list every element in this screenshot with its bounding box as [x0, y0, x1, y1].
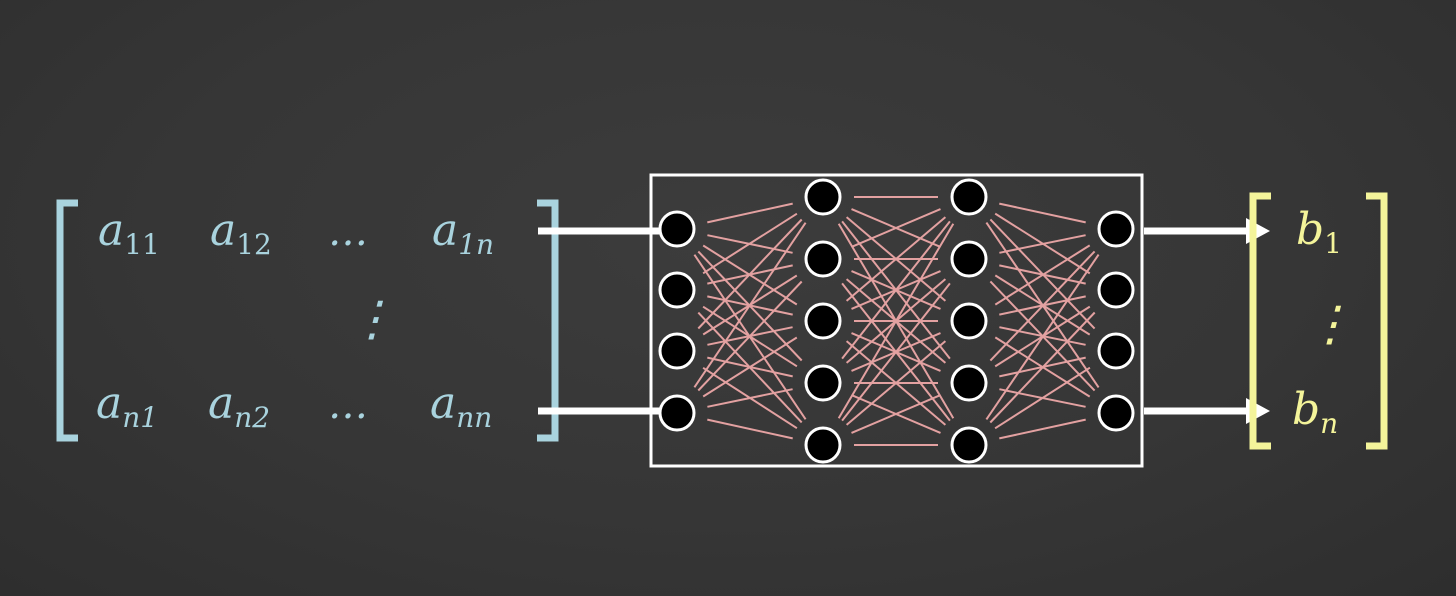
matrix-entry-a11: a11 [98, 205, 160, 261]
neuron-layer4-2 [1097, 271, 1135, 309]
neuron-layer3-4 [950, 364, 988, 402]
matrix-row-dots-1: … [328, 209, 368, 255]
connection-l3-n3-to-n1 [994, 244, 1091, 306]
vector-entry-b1: b1 [1296, 204, 1342, 260]
matrix-entry-ann: ann [430, 378, 492, 434]
connection-l1-n4-to-n2 [697, 280, 803, 392]
neuron-layer3-2 [950, 240, 988, 278]
neuron-layer3-3 [950, 302, 988, 340]
connection-l1-n4-to-n4 [707, 388, 793, 408]
neuron-layer2-3 [804, 302, 842, 340]
connection-l3-n1-to-n1 [999, 202, 1086, 224]
connection-l2-n5-to-n3 [845, 340, 947, 426]
neuron-layer2-4 [804, 364, 842, 402]
connection-l3-n5-to-n3 [994, 366, 1091, 430]
neuron-layer4-1 [1097, 210, 1135, 248]
vector-right-bracket [1366, 192, 1388, 450]
neuron-layer1-2 [658, 271, 696, 309]
neuron-layer3-1 [950, 178, 988, 216]
connection-l3-n2-to-n1 [999, 234, 1086, 254]
neuron-layer2-5 [804, 426, 842, 464]
neuron-layer3-5 [950, 426, 988, 464]
connection-l1-n3-to-n1 [697, 218, 803, 330]
matrix-left-bracket [56, 199, 78, 442]
network-connections [693, 196, 1100, 446]
neuron-layer4-4 [1097, 394, 1135, 432]
vector-entry-bn: bn [1292, 384, 1338, 440]
connection-l2-n5-to-n2 [841, 282, 951, 422]
network-neurons [658, 178, 1135, 464]
connection-l1-n2-to-n1 [702, 212, 798, 275]
connection-l3-n5-to-n4 [999, 418, 1086, 440]
connection-l1-n4-to-n5 [707, 418, 793, 440]
connection-l2-n5-to-n1 [837, 223, 955, 419]
matrix-a: a11 a12 … a1n ⋮ an1 an2 … ann [56, 199, 559, 442]
vector-left-bracket [1249, 192, 1271, 450]
connection-l2-n4-to-n1 [841, 220, 951, 360]
neuron-layer4-3 [1097, 332, 1135, 370]
connection-l1-n4-to-n1 [693, 222, 807, 388]
neuron-layer2-1 [804, 178, 842, 216]
matrix-entry-an1: an1 [96, 378, 158, 434]
connection-l2-n2-to-n1 [851, 208, 941, 248]
vector-b: b1 ⋮ bn [1249, 192, 1388, 450]
connection-l3-n4-to-n1 [989, 250, 1096, 362]
neuron-layer1-1 [658, 210, 696, 248]
connection-l3-n5-to-n1 [985, 254, 1100, 420]
connection-l1-n1-to-n1 [707, 202, 793, 224]
connection-l2-n3-to-n1 [845, 216, 947, 302]
matrix-entry-an2: an2 [208, 378, 270, 434]
matrix-entry-a12: a12 [210, 205, 272, 261]
connection-l2-n5-to-n4 [851, 394, 941, 434]
neuron-layer1-3 [658, 332, 696, 370]
connection-l3-n5-to-n2 [989, 311, 1096, 424]
connection-l1-n4-to-n3 [702, 336, 798, 398]
neuron-layer1-4 [658, 394, 696, 432]
network-box [649, 173, 1144, 468]
matrix-row-dots-n: … [328, 382, 368, 428]
neuron-layer2-2 [804, 240, 842, 278]
matrix-vertical-dots: ⋮ [348, 291, 396, 347]
matrix-right-bracket [537, 199, 559, 442]
vector-vertical-dots: ⋮ [1306, 296, 1354, 352]
matrix-entry-a1n: a1n [432, 205, 494, 261]
